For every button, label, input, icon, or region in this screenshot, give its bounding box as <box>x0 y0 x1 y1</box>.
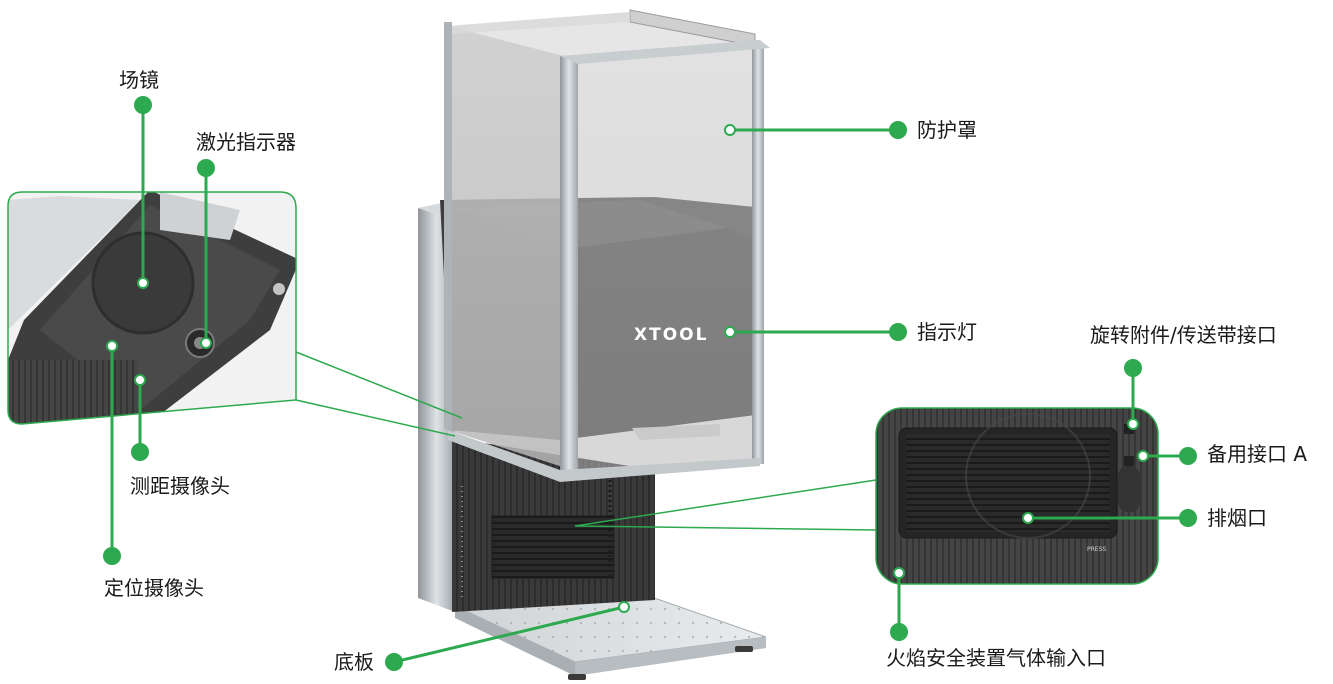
callout-dot <box>131 443 149 461</box>
callout-dot <box>889 323 907 341</box>
brand-logo: XTOOL <box>634 325 708 345</box>
exhaust-inset <box>574 407 1159 585</box>
label-laser-indicator: 激光指示器 <box>196 130 296 154</box>
press-label: PRESS <box>1087 546 1106 553</box>
callout-ring <box>1022 512 1034 524</box>
callout-ring <box>137 277 149 289</box>
callout-dot <box>197 159 215 177</box>
callout-dots <box>103 96 1197 671</box>
label-exhaust-port: 排烟口 <box>1207 506 1267 530</box>
label-rotary-conveyor-port: 旋转附件/传送带接口 <box>1090 323 1277 347</box>
callout-dot <box>1179 509 1197 527</box>
callout-dot <box>385 653 403 671</box>
callout-ring <box>724 326 736 338</box>
callout-ring <box>200 337 212 349</box>
callout-dot <box>1179 447 1197 465</box>
callout-dot <box>890 623 908 641</box>
label-positioning-camera: 定位摄像头 <box>104 576 204 600</box>
label-protective-cover: 防护罩 <box>917 118 977 142</box>
callout-ring <box>1127 418 1139 430</box>
callout-ring <box>1137 450 1149 462</box>
label-flame-safety-gas-inlet: 火焰安全装置气体输入口 <box>886 646 1106 670</box>
protective-cover-glass <box>448 9 758 470</box>
label-indicator-light: 指示灯 <box>917 320 977 344</box>
label-ranging-camera: 测距摄像头 <box>130 474 230 498</box>
callout-ring <box>724 124 736 136</box>
label-field-lens: 场镜 <box>119 68 159 92</box>
inset-detail <box>7 191 463 437</box>
callout-ring <box>618 601 630 613</box>
callout-dot <box>889 121 907 139</box>
cover-frame <box>444 22 770 482</box>
callout-dot <box>134 96 152 114</box>
label-spare-port-a: 备用接口 A <box>1207 442 1308 466</box>
callout-rings <box>106 124 1149 613</box>
callout-ring <box>134 374 146 386</box>
base-plate <box>453 592 767 680</box>
label-base-plate: 底板 <box>334 650 374 674</box>
callout-ring <box>106 340 118 352</box>
callout-lines <box>110 105 1188 664</box>
callout-dot <box>1124 359 1142 377</box>
callout-dot <box>103 547 121 565</box>
callout-ring <box>893 567 905 579</box>
